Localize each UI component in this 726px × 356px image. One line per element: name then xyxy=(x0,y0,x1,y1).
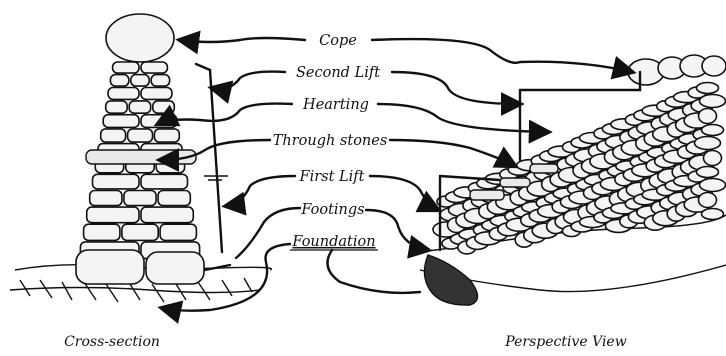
wall-stone xyxy=(101,129,126,142)
through-stone xyxy=(530,164,558,173)
label-first-lift: First Lift xyxy=(299,169,365,185)
wall-stone xyxy=(103,115,139,128)
label-cope: Cope xyxy=(319,33,357,49)
wall-stone xyxy=(141,62,167,73)
wall-stone xyxy=(702,209,724,220)
wall-stone xyxy=(90,191,122,206)
wall-stone xyxy=(128,129,153,142)
wall-stone xyxy=(113,62,139,73)
wall-stone xyxy=(131,75,149,87)
footing-stone xyxy=(76,250,144,284)
label-footings: Footings xyxy=(300,202,364,218)
caption-perspective-view: Perspective View xyxy=(504,334,626,350)
wall-stone xyxy=(154,129,179,142)
wall-stone xyxy=(153,101,175,113)
wall-stone xyxy=(124,191,156,206)
wall-stone xyxy=(700,95,726,108)
wall-stone xyxy=(700,179,726,192)
lift-height-markers xyxy=(196,64,230,270)
wall-stone xyxy=(141,207,193,223)
wall-stone xyxy=(158,191,190,206)
perspective-cope xyxy=(628,55,726,85)
footing-stone xyxy=(146,252,204,284)
wall-stone xyxy=(106,101,128,113)
wall-stone xyxy=(704,151,722,166)
wall-stone xyxy=(141,88,172,100)
wall-stone xyxy=(87,207,139,223)
through-stone xyxy=(500,178,530,187)
wall-stone xyxy=(151,75,169,87)
wall-stone xyxy=(699,109,717,124)
label-second-lift: Second Lift xyxy=(296,65,380,81)
perspective-wall xyxy=(420,55,726,305)
wall-stone xyxy=(699,193,717,208)
wall-stone xyxy=(141,174,188,189)
wall-stone xyxy=(93,174,140,189)
wall-stone xyxy=(697,83,719,94)
cross-section-wall xyxy=(10,14,271,302)
through-stone xyxy=(470,190,504,200)
wall-stone xyxy=(84,224,120,240)
label-through-stones: Through stones xyxy=(273,133,388,149)
wall-stone xyxy=(110,75,128,87)
wall-stone xyxy=(160,224,196,240)
cope-stone xyxy=(106,14,174,62)
label-hearting: Hearting xyxy=(302,97,369,113)
wall-stone xyxy=(122,224,158,240)
wall-stone xyxy=(697,167,719,178)
wall-stone xyxy=(129,101,151,113)
caption-cross-section: Cross-section xyxy=(64,334,160,350)
through-stone xyxy=(86,150,196,164)
foundation-patch xyxy=(424,255,477,305)
label-foundation: Foundation xyxy=(291,234,375,250)
wall-stone xyxy=(702,125,724,136)
wall-stone xyxy=(695,137,721,150)
wall-stone xyxy=(108,88,139,100)
